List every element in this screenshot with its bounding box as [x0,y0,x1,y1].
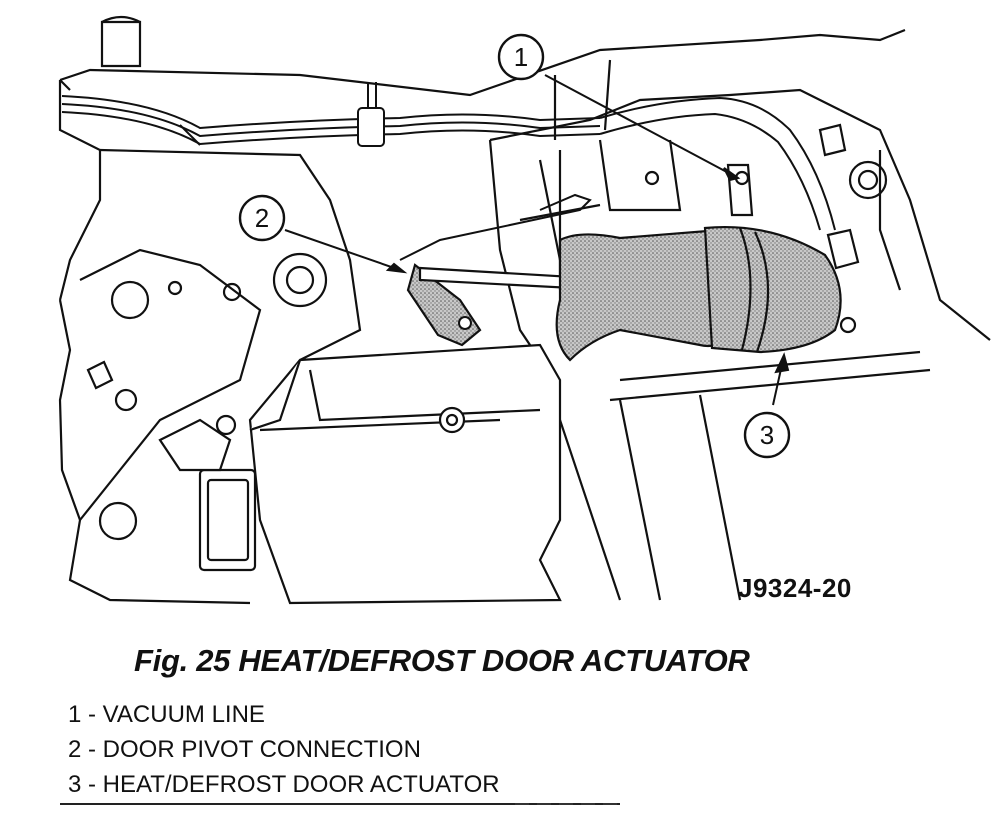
callout-1: 1 [497,33,545,81]
callout-leaders [284,74,790,406]
actuator-illustration: 1 2 3 [58,15,991,605]
figure-caption: Fig. 25 HEAT/DEFROST DOOR ACTUATOR [134,643,750,678]
legend: 1 - VACUUM LINE 2 - DOOR PIVOT CONNECTIO… [68,697,500,802]
divider-rule [60,803,620,805]
legend-item-door-pivot-connection: 2 - DOOR PIVOT CONNECTION [68,736,421,763]
blower-housing [158,343,562,605]
callout-2: 2 [238,194,286,242]
legend-item-heat-defrost-door-actuator: 3 - HEAT/DEFROST DOOR ACTUATOR [68,771,500,798]
callout-1-number: 1 [514,42,528,72]
door-pivot-lever [399,193,592,347]
figure-id-code: J9324-20 [738,573,852,603]
vacuum-hose-bundle [61,82,836,231]
callout-2-number: 2 [255,203,269,233]
callout-3-number: 3 [760,420,774,450]
legend-item-vacuum-line: 1 - VACUUM LINE [68,701,265,728]
heater-housing [58,15,906,605]
vacuum-actuator-body [555,123,860,362]
divider-rule-dashed [515,803,625,805]
callout-3: 3 [743,411,791,459]
